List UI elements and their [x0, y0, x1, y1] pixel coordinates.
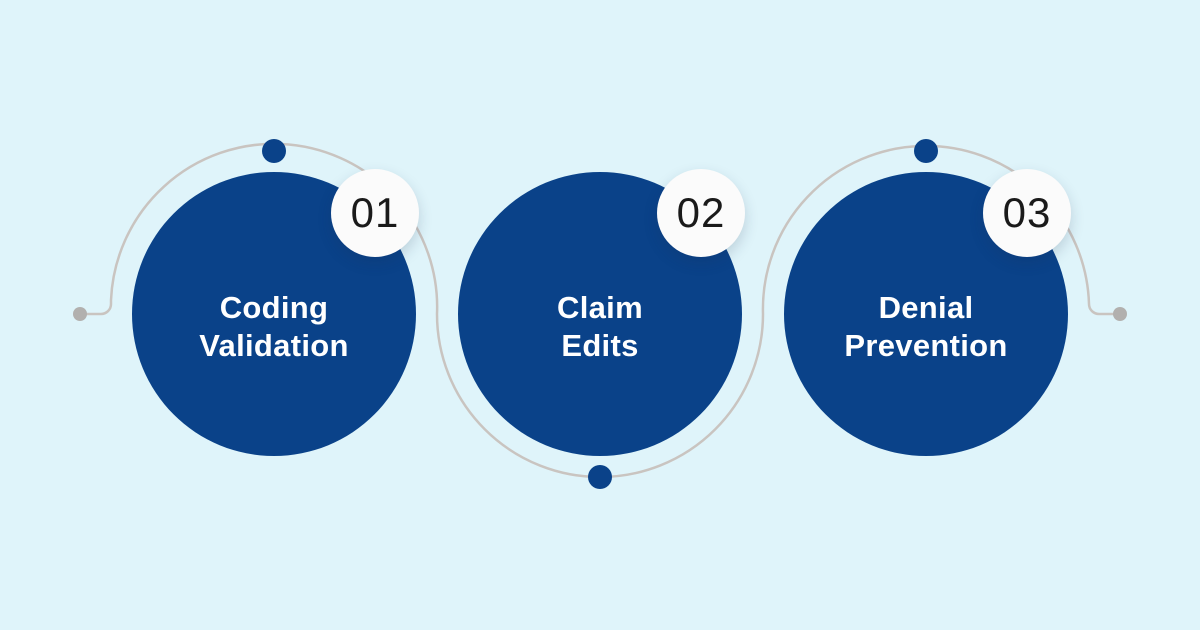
step-2-title: Claim Edits [557, 289, 643, 365]
step-1-title: Coding Validation [199, 289, 348, 365]
step-1: Coding Validation 01 [132, 169, 419, 456]
step-1-circle: Coding Validation [132, 172, 416, 456]
node-dot-step3-icon [914, 139, 938, 163]
step-2-number-badge: 02 [657, 169, 745, 257]
step-3-title-line2: Prevention [844, 328, 1008, 363]
step-2-title-line1: Claim [557, 290, 643, 325]
step-3-title-line1: Denial [878, 290, 974, 325]
step-2-number: 02 [676, 189, 726, 236]
step-1-number-badge: 01 [331, 169, 419, 257]
end-dot-right-icon [1113, 307, 1127, 321]
step-3: Denial Prevention 03 [784, 169, 1071, 456]
end-dot-left-icon [73, 307, 87, 321]
step-2-title-line2: Edits [561, 328, 639, 363]
step-1-number: 01 [350, 189, 400, 236]
step-3-number: 03 [1002, 189, 1052, 236]
step-3-title: Denial Prevention [844, 289, 1007, 365]
node-dot-step1-icon [262, 139, 286, 163]
step-2: Claim Edits 02 [458, 169, 745, 456]
node-dot-step2-icon [588, 465, 612, 489]
step-1-title-line1: Coding [219, 290, 329, 325]
step-1-title-line2: Validation [199, 328, 349, 363]
step-3-number-badge: 03 [983, 169, 1071, 257]
